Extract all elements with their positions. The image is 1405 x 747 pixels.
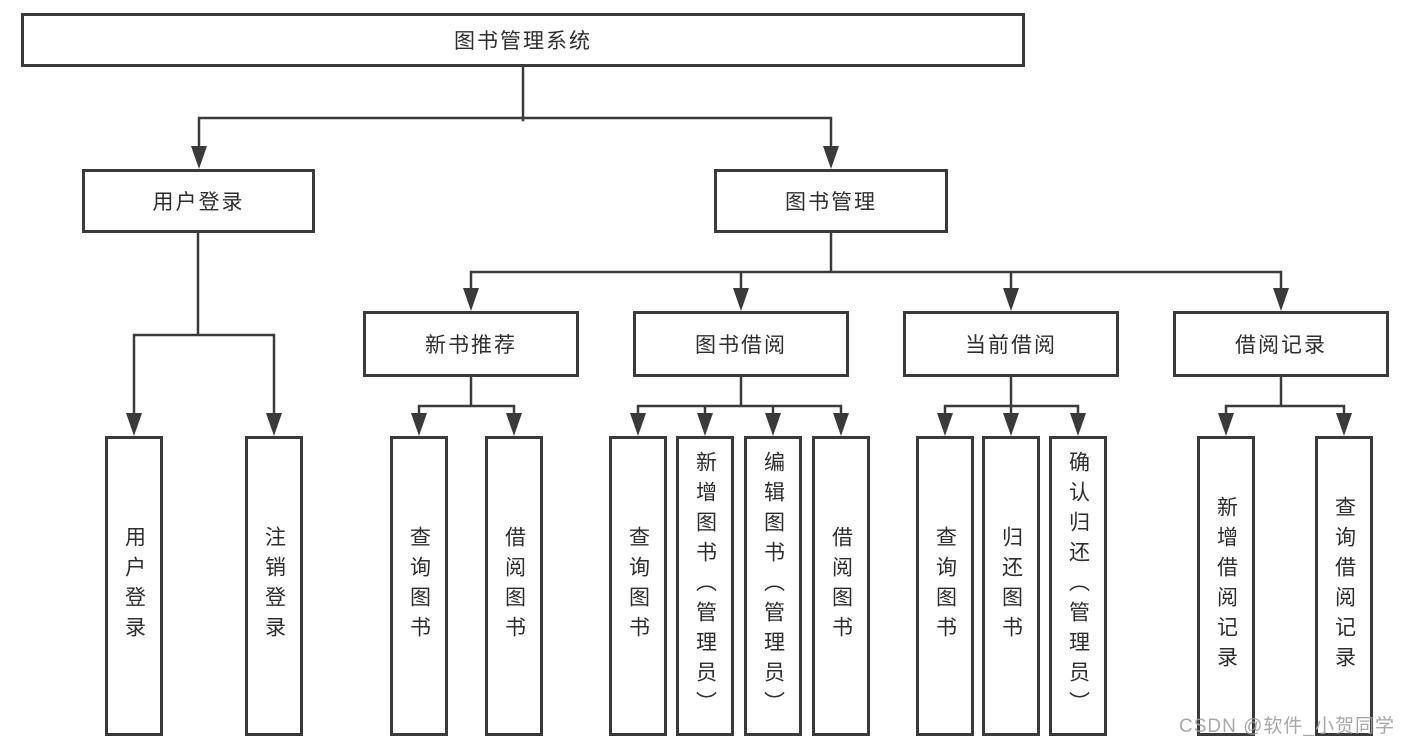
leaf-nbr-borrow-book: 借阅图书 <box>485 436 543 736</box>
leaf-logout: 注销登录 <box>245 436 303 736</box>
node-root: 图书管理系统 <box>21 13 1025 67</box>
leaf-nbr-query-book-label: 查询图书 <box>407 526 431 646</box>
node-book-management: 图书管理 <box>714 169 948 233</box>
node-user-login: 用户登录 <box>82 169 315 233</box>
node-book-borrow-label: 图书借阅 <box>695 334 787 357</box>
node-borrow-records: 借阅记录 <box>1173 311 1389 377</box>
leaf-bb-borrow-book: 借阅图书 <box>812 436 870 736</box>
leaf-bb-query-book: 查询图书 <box>609 436 667 736</box>
leaf-bb-query-book-label: 查询图书 <box>626 526 650 646</box>
leaf-logout-label: 注销登录 <box>262 526 286 646</box>
node-current-borrow: 当前借阅 <box>903 311 1119 377</box>
node-new-book-recommend-label: 新书推荐 <box>425 334 517 357</box>
node-root-label: 图书管理系统 <box>454 30 592 53</box>
node-book-management-label: 图书管理 <box>785 191 877 214</box>
leaf-br-add-record-label: 新增借阅记录 <box>1214 496 1238 676</box>
leaf-cb-return-book-label: 归还图书 <box>999 526 1023 646</box>
leaf-br-query-record-label: 查询借阅记录 <box>1332 496 1356 676</box>
leaf-cb-query-book-label: 查询图书 <box>933 526 957 646</box>
leaf-nbr-query-book: 查询图书 <box>390 436 448 736</box>
csdn-watermark: CSDN @软件_小贺同学 <box>1179 716 1395 737</box>
node-user-login-label: 用户登录 <box>152 191 245 214</box>
leaf-nbr-borrow-book-label: 借阅图书 <box>502 526 526 646</box>
leaf-br-query-record: 查询借阅记录 <box>1315 436 1373 736</box>
node-new-book-recommend: 新书推荐 <box>363 311 579 377</box>
leaf-cb-confirm-return-admin-label: 确认归还（管理员） <box>1066 451 1090 721</box>
leaf-bb-add-book-admin-label: 新增图书（管理员） <box>693 451 717 721</box>
node-current-borrow-label: 当前借阅 <box>965 334 1057 357</box>
leaf-cb-return-book: 归还图书 <box>982 436 1040 736</box>
node-borrow-records-label: 借阅记录 <box>1235 334 1327 357</box>
node-book-borrow: 图书借阅 <box>633 311 849 377</box>
leaf-bb-add-book-admin: 新增图书（管理员） <box>676 436 734 736</box>
leaf-cb-confirm-return-admin: 确认归还（管理员） <box>1049 436 1107 736</box>
leaf-br-add-record: 新增借阅记录 <box>1197 436 1255 736</box>
leaf-bb-edit-book-admin: 编辑图书（管理员） <box>744 436 802 736</box>
leaf-bb-borrow-book-label: 借阅图书 <box>829 526 853 646</box>
leaf-user-login-label: 用户登录 <box>122 526 146 646</box>
leaf-cb-query-book: 查询图书 <box>916 436 974 736</box>
leaf-bb-edit-book-admin-label: 编辑图书（管理员） <box>761 451 785 721</box>
leaf-user-login: 用户登录 <box>105 436 163 736</box>
